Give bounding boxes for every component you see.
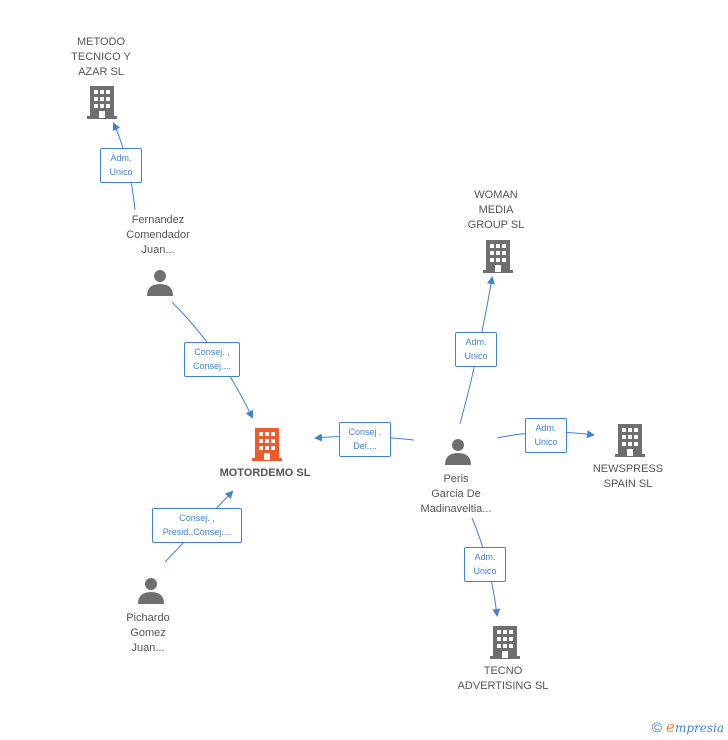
person-icon[interactable]: [146, 268, 174, 296]
company-label-tecno[interactable]: TECNO ADVERTISING SL: [457, 665, 549, 692]
edge-label-peris-tecno[interactable]: Adm. Unico: [464, 547, 506, 582]
person-label-fernandez[interactable]: Fernandez Comendador Juan...: [126, 214, 190, 256]
edge-label-pichardo-motordemo[interactable]: Consej. , Presid.,Consej....: [152, 508, 242, 543]
person-label-peris[interactable]: Peris Garcia De Madinaveitia...: [420, 473, 492, 515]
edge-label-fernandez-metodo[interactable]: Adm. Unico: [100, 148, 142, 183]
building-icon[interactable]: [489, 624, 521, 660]
company-label-woman[interactable]: WOMAN MEDIA GROUP SL: [467, 189, 525, 231]
company-label-newspress[interactable]: NEWSPRESS SPAIN SL: [592, 463, 664, 490]
footer-brand: © empresia: [652, 718, 724, 736]
company-label-metodo[interactable]: METODO TECNICO Y AZAR SL: [71, 36, 131, 78]
building-icon-focus[interactable]: [251, 426, 283, 462]
brand-logo[interactable]: empresia: [666, 718, 724, 736]
company-label-motordemo[interactable]: MOTORDEMO SL: [219, 467, 311, 479]
person-icon[interactable]: [444, 437, 472, 465]
copyright-icon: ©: [651, 719, 663, 735]
edge-label-peris-newspress[interactable]: Adm. Unico: [525, 418, 567, 453]
edge-label-peris-motordemo[interactable]: Consej . Del....: [339, 422, 391, 457]
building-icon[interactable]: [482, 238, 514, 274]
building-icon[interactable]: [86, 84, 118, 120]
edge-label-peris-woman[interactable]: Adm. Unico: [455, 332, 497, 367]
building-icon[interactable]: [614, 422, 646, 458]
person-label-pichardo[interactable]: Pichardo Gomez Juan...: [126, 612, 170, 654]
person-icon[interactable]: [137, 576, 165, 604]
edge-label-fernandez-motordemo[interactable]: Consej. , Consej....: [184, 342, 240, 377]
